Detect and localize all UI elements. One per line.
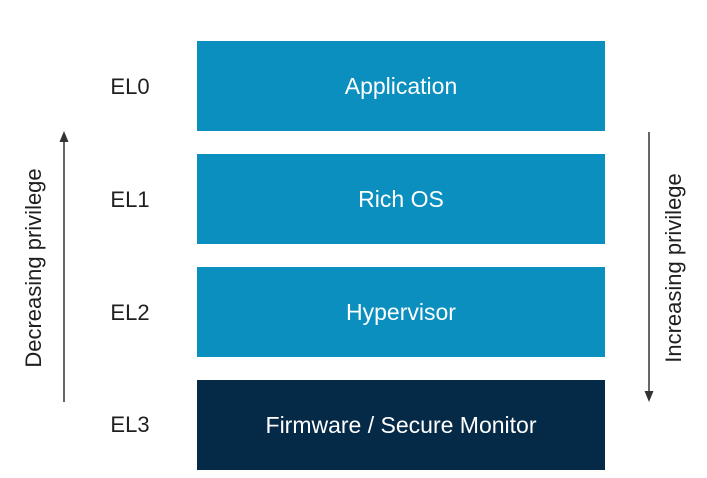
el0-label: EL0 — [110, 74, 150, 99]
hypervisor-layer-label: Hypervisor — [346, 298, 456, 325]
down-arrow-icon — [644, 132, 654, 402]
firmware-secure-monitor-layer-label: Firmware / Secure Monitor — [265, 411, 537, 438]
decreasing-privilege-label: Decreasing privilege — [21, 168, 46, 368]
el3-label: EL3 — [110, 412, 150, 437]
up-arrow-icon — [59, 131, 69, 402]
application-layer-label: Application — [344, 72, 458, 99]
firmware-secure-monitor-layer: Firmware / Secure Monitor — [197, 380, 605, 470]
el2-label: EL2 — [110, 300, 150, 325]
application-layer: Application — [197, 41, 605, 131]
hypervisor-layer: Hypervisor — [197, 267, 605, 357]
el1-label: EL1 — [110, 187, 150, 212]
increasing-privilege-label: Increasing privilege — [661, 173, 686, 363]
rich-os-layer-label: Rich OS — [358, 185, 444, 212]
rich-os-layer: Rich OS — [197, 154, 605, 244]
